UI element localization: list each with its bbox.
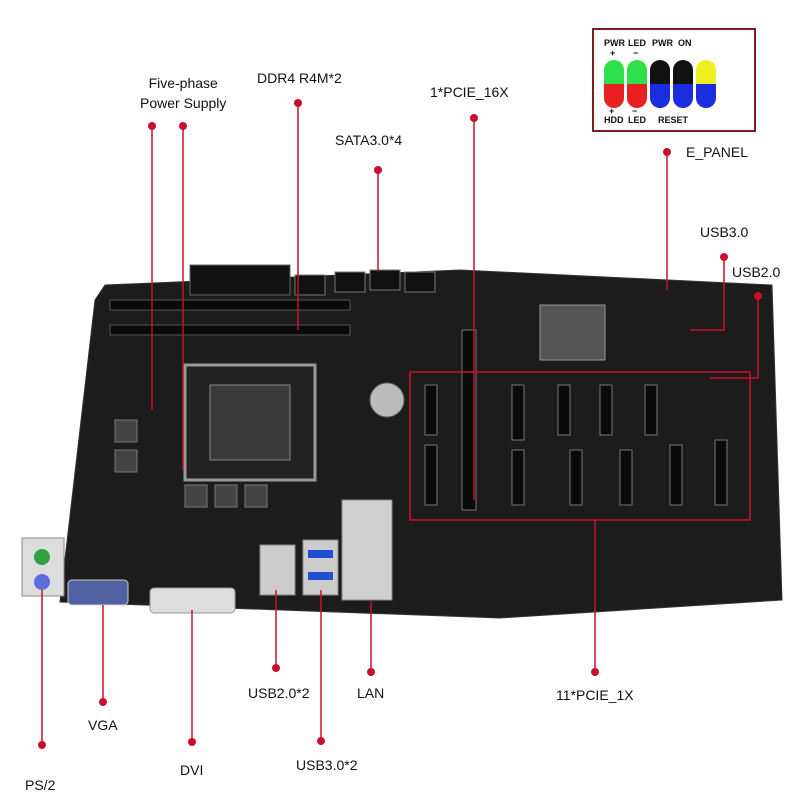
vga-port <box>67 579 129 606</box>
legend-minus-top: − <box>633 48 639 58</box>
usb3-ports <box>302 539 339 596</box>
legend-hdd: HDD <box>604 115 624 125</box>
legend-pwr2: PWR <box>652 38 673 48</box>
pcie-x1-slots <box>424 384 728 506</box>
pin-on-reset <box>673 60 693 108</box>
label-power-supply-line2: Power Supply <box>140 95 227 111</box>
label-pcie16: 1*PCIE_16X <box>430 84 509 100</box>
legend-on: ON <box>678 38 692 48</box>
pin-pwr-hdd <box>604 60 624 108</box>
pin-key <box>696 60 716 108</box>
label-ps2: PS/2 <box>25 777 56 793</box>
label-usb20x2: USB2.0*2 <box>248 685 310 701</box>
pin-pwr-reset <box>650 60 670 108</box>
pin-led-led <box>627 60 647 108</box>
legend-reset: RESET <box>658 115 689 125</box>
sata-port <box>404 271 436 293</box>
label-dvi: DVI <box>180 762 204 778</box>
label-ddr4: DDR4 R4M*2 <box>257 70 342 86</box>
legend-led: LED <box>628 38 646 48</box>
chipset-heatsink <box>539 304 606 361</box>
usb2-ports <box>259 544 296 596</box>
label-sata: SATA3.0*4 <box>335 132 403 148</box>
legend-plus-bottom: + <box>609 106 615 116</box>
sata-port <box>369 269 401 291</box>
legend-pwr: PWR <box>604 38 625 48</box>
callout-dots <box>38 99 762 749</box>
dvi-port <box>149 587 236 614</box>
callout-lines <box>41 103 759 745</box>
ram-slot <box>109 299 351 311</box>
ram-slot <box>109 324 351 336</box>
atx-power-connector <box>189 264 291 296</box>
e-panel-legend: PWR LED PWR ON + − + − HDD LED RESET <box>592 28 756 132</box>
label-lan: LAN <box>357 685 385 701</box>
legend-plus-top: + <box>610 48 616 58</box>
legend-led-bottom: LED <box>628 115 646 125</box>
motherboard-pcb <box>59 269 783 619</box>
label-usb30x2: USB3.0*2 <box>296 757 358 773</box>
pcie-x16-slot <box>461 329 477 511</box>
label-e-panel: E_PANEL <box>686 144 748 160</box>
legend-minus-bottom: − <box>632 106 638 116</box>
vrm-chokes <box>114 419 268 508</box>
label-power-supply: Five-phase Power Supply <box>140 73 226 113</box>
label-vga: VGA <box>88 717 118 733</box>
sata-port <box>334 271 366 293</box>
label-pcie1: 11*PCIE_1X <box>556 687 634 703</box>
lan-port <box>341 499 393 601</box>
label-power-supply-line1: Five-phase <box>148 75 218 91</box>
sata-port <box>294 274 326 296</box>
label-usb20: USB2.0 <box>732 264 781 280</box>
label-usb30: USB3.0 <box>700 224 749 240</box>
cmos-battery <box>369 382 405 418</box>
